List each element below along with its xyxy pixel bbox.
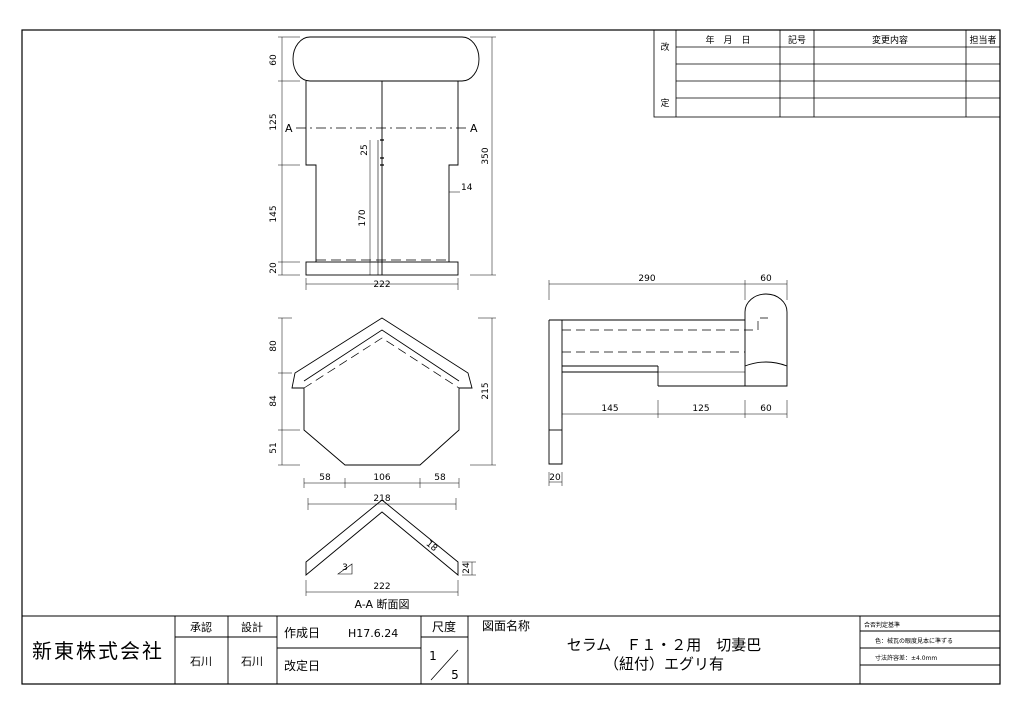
drawing-title-line1: セラム Ｆ１・２用 切妻巴	[567, 636, 762, 654]
dim-plan-58-left: 58	[319, 473, 331, 483]
created-label: 作成日	[284, 626, 320, 640]
dim-front-60: 60	[269, 54, 279, 66]
company-name: 新東株式会社	[32, 639, 164, 663]
section-view	[305, 499, 459, 576]
revision-header-content: 変更内容	[872, 34, 908, 46]
sheet-border	[21, 29, 1001, 685]
dim-section-222: 222	[373, 582, 390, 592]
side-dimension-lines	[548, 280, 788, 486]
dim-side-60-top: 60	[760, 274, 772, 284]
dim-side-20: 20	[549, 473, 561, 483]
scale-denominator: 5	[451, 668, 459, 682]
revision-header-person: 担当者	[969, 34, 996, 46]
criteria-title: 合否判定基準	[864, 621, 900, 629]
plan-view	[291, 317, 473, 466]
dim-front-222: 222	[373, 280, 390, 290]
dim-section-24: 24	[462, 562, 472, 574]
designer-name: 石川	[241, 655, 263, 668]
revision-header-date: 年 月 日	[705, 34, 750, 46]
design-label: 設計	[241, 620, 263, 634]
drawing-title-line2: （紐付）エグリ有	[604, 655, 724, 673]
dim-front-25: 25	[360, 144, 370, 155]
dim-side-290: 290	[638, 274, 655, 284]
created-date: H17.6.24	[348, 627, 398, 640]
revision-table	[653, 29, 1001, 118]
dim-side-125: 125	[692, 404, 709, 414]
dim-side-145: 145	[601, 404, 618, 414]
revision-tei-label: 定	[660, 97, 669, 109]
dim-section-18: 18	[424, 539, 439, 554]
section-mark-right: A	[470, 122, 478, 135]
dim-plan-51: 51	[269, 442, 279, 453]
dim-front-14: 14	[461, 183, 473, 193]
dim-side-60-bottom: 60	[760, 404, 772, 414]
criteria-tolerance: 寸法許容差：±4.0mm	[875, 654, 937, 662]
drawing-name-label: 図面名称	[482, 618, 530, 633]
dim-plan-80: 80	[269, 340, 279, 352]
scale-numerator: 1	[429, 649, 437, 663]
dim-section-slope: 3	[342, 563, 348, 573]
criteria-color: 色：械瓦の眼度見本に準ずる	[875, 637, 953, 645]
dim-front-125: 125	[269, 113, 279, 130]
revision-kai-label: 改	[660, 41, 669, 53]
dim-plan-106: 106	[373, 473, 390, 483]
plan-dimension-lines	[278, 317, 496, 488]
dim-front-170: 170	[358, 209, 368, 226]
section-caption: A-A 断面図	[354, 597, 409, 611]
dim-front-350: 350	[481, 147, 491, 164]
dim-plan-58-right: 58	[434, 473, 446, 483]
dim-section-218: 218	[373, 494, 390, 504]
section-mark-left: A	[285, 122, 293, 135]
side-view	[548, 293, 788, 465]
section-dimension-lines	[305, 498, 476, 596]
revised-label: 改定日	[284, 658, 320, 673]
front-view	[292, 36, 480, 276]
dim-plan-84: 84	[269, 395, 279, 407]
scale-label: 尺度	[432, 619, 456, 634]
dim-front-20: 20	[269, 262, 279, 274]
revision-header-symbol: 記号	[788, 34, 806, 46]
title-block	[22, 615, 1000, 684]
approve-label: 承認	[190, 620, 212, 634]
approver-name: 石川	[190, 655, 212, 668]
dim-front-145: 145	[269, 205, 279, 222]
front-dimension-lines	[278, 36, 496, 290]
dim-plan-215: 215	[481, 382, 491, 399]
